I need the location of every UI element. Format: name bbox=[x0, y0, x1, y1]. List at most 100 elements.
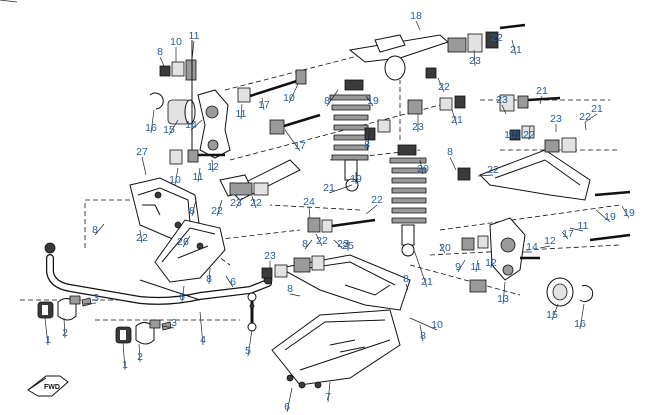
part-number-label: 4 bbox=[200, 334, 206, 346]
part-number-label: 21 bbox=[323, 182, 335, 194]
part-number-label: 23 bbox=[469, 55, 481, 67]
stabilizer-bushing-clamps bbox=[37, 295, 172, 345]
part-number-label: 21 bbox=[510, 44, 522, 56]
part-number-label: 6 bbox=[230, 276, 236, 288]
part-number-label: 19 bbox=[623, 207, 635, 219]
leader-line bbox=[197, 167, 201, 183]
part-number-label: 22 bbox=[579, 111, 591, 123]
part-number-label: 8 bbox=[157, 46, 163, 58]
part-number-label: 10 bbox=[283, 92, 295, 104]
leader-line bbox=[168, 119, 179, 136]
leader-line bbox=[63, 317, 66, 339]
part-number-label: 23 bbox=[337, 238, 349, 250]
leader-line bbox=[191, 199, 197, 217]
leader-line bbox=[561, 231, 569, 240]
part-number-label: 22 bbox=[211, 205, 223, 217]
leader-line bbox=[190, 119, 203, 131]
part-number-label: 7 bbox=[325, 391, 331, 403]
part-number-label: 21 bbox=[451, 114, 463, 126]
part-number-label: 23 bbox=[412, 121, 424, 133]
part-number-label: 8 bbox=[92, 224, 98, 236]
part-number-label: 8 bbox=[420, 330, 426, 342]
part-number-label: 10 bbox=[504, 129, 516, 141]
part-number-label: 16 bbox=[145, 122, 157, 134]
leader-line bbox=[261, 97, 265, 111]
part-number-label: 8 bbox=[364, 139, 370, 151]
part-number-label: 18 bbox=[410, 10, 422, 22]
leader-line bbox=[473, 49, 476, 67]
upper-a-arm-left bbox=[219, 159, 301, 201]
part-number-label: 21 bbox=[536, 85, 548, 97]
leader-line bbox=[451, 109, 458, 126]
part-number-label: 22 bbox=[11, 0, 23, 3]
part-number-label: 27 bbox=[136, 146, 148, 158]
leader-line bbox=[182, 235, 191, 248]
leader-line bbox=[251, 195, 257, 209]
mud-guard-24 bbox=[154, 219, 226, 283]
leader-line bbox=[539, 95, 543, 105]
part-number-label: 1 bbox=[45, 334, 51, 346]
leader-line bbox=[159, 56, 165, 67]
part-number-label: 15 bbox=[163, 124, 175, 136]
part-number-label: 24 bbox=[303, 196, 315, 208]
part-number-label: 22 bbox=[316, 235, 328, 247]
leader-line bbox=[621, 205, 630, 219]
shock-absorber-right bbox=[389, 144, 427, 257]
leader-line bbox=[161, 325, 175, 329]
leader-line bbox=[286, 387, 293, 413]
part-number-label: 21 bbox=[421, 276, 433, 288]
leader-line bbox=[289, 293, 301, 297]
lower-a-arm-left bbox=[278, 254, 411, 311]
part-number-label: 25 bbox=[342, 240, 354, 252]
part-number-label: 2 bbox=[137, 351, 143, 363]
part-number-label: 17 bbox=[258, 99, 270, 111]
leader-line bbox=[181, 285, 185, 303]
part-number-label: 10 bbox=[169, 174, 181, 186]
leader-line bbox=[409, 317, 438, 331]
part-number-label: 12 bbox=[207, 161, 219, 173]
part-number-label: 22 bbox=[250, 197, 262, 209]
part-number-label: 17 bbox=[294, 140, 306, 152]
leader-line bbox=[83, 302, 97, 305]
leader-line bbox=[308, 206, 311, 219]
leader-line bbox=[584, 113, 598, 123]
skid-plate-7 bbox=[271, 309, 401, 389]
part-number-label: 26 bbox=[177, 236, 189, 248]
part-number-label: 8 bbox=[447, 146, 453, 158]
part-number-labels: 1122334566678888888888891010101010111111… bbox=[11, 0, 635, 413]
lower-a-arm-right bbox=[479, 137, 591, 201]
leader-line bbox=[501, 104, 507, 115]
part-number-label: 8 bbox=[287, 283, 293, 295]
leader-line bbox=[419, 159, 424, 175]
leader-line bbox=[235, 197, 243, 209]
part-number-label: 10 bbox=[431, 319, 443, 331]
leader-line bbox=[326, 89, 339, 107]
leader-line bbox=[511, 39, 517, 56]
forward-arrow-text: FWD bbox=[44, 384, 60, 391]
part-number-label: 9 bbox=[455, 261, 461, 273]
leader-line bbox=[437, 77, 445, 93]
leader-line bbox=[138, 343, 141, 363]
part-number-label: 14 bbox=[185, 119, 197, 131]
part-number-label: 13 bbox=[497, 293, 509, 305]
part-number-label: 22 bbox=[438, 81, 450, 93]
leader-line bbox=[199, 311, 204, 346]
part-number-label: 15 bbox=[546, 309, 558, 321]
part-number-label: 13 bbox=[508, 129, 520, 141]
part-number-label: 2 bbox=[62, 327, 68, 339]
part-number-label: 22 bbox=[523, 129, 535, 141]
leader-line bbox=[315, 233, 323, 247]
leader-line bbox=[490, 257, 493, 269]
leader-line bbox=[365, 204, 378, 215]
leader-line bbox=[333, 239, 344, 250]
leader-line bbox=[225, 275, 234, 288]
leader-line bbox=[216, 199, 223, 217]
leader-line bbox=[247, 329, 253, 357]
right-knuckle bbox=[469, 217, 594, 307]
part-number-label: 12 bbox=[544, 235, 556, 247]
part-number-label: 6 bbox=[284, 401, 290, 413]
part-number-label: 11 bbox=[193, 171, 204, 183]
leader-line bbox=[139, 229, 143, 244]
part-number-label: 8 bbox=[302, 238, 308, 250]
